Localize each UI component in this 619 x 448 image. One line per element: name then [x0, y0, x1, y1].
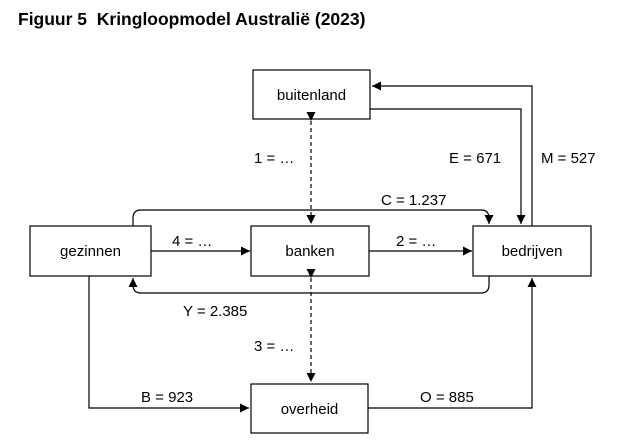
- node-overheid: overheid: [250, 383, 369, 434]
- node-banken: banken: [250, 225, 370, 277]
- flow-4-label: 4 = …: [172, 233, 212, 250]
- taxes-arrow: [88, 276, 249, 413]
- income-arrow: [128, 276, 490, 294]
- exports-arrow: [370, 108, 526, 224]
- government-spending-label: O = 885: [420, 389, 474, 406]
- node-bedrijven-label: bedrijven: [502, 243, 563, 260]
- flow-1-label: 1 = …: [254, 150, 294, 167]
- figure-title: Figuur 5 Kringloopmodel Australië (2023): [18, 9, 366, 29]
- flow-2-label: 2 = …: [396, 233, 436, 250]
- node-gezinnen: gezinnen: [29, 225, 152, 277]
- exports-label: E = 671: [449, 150, 501, 167]
- income-label: Y = 2.385: [183, 303, 247, 320]
- imports-label: M = 527: [541, 150, 596, 167]
- consumption-label: C = 1.237: [381, 192, 446, 209]
- flow-3-label: 3 = …: [254, 338, 294, 355]
- imports-arrow: [372, 81, 533, 226]
- node-buitenland-label: buitenland: [277, 87, 346, 104]
- government-spending-arrow: [368, 278, 537, 409]
- node-bedrijven: bedrijven: [472, 225, 592, 277]
- node-gezinnen-label: gezinnen: [60, 243, 121, 260]
- node-banken-label: banken: [285, 243, 334, 260]
- consumption-arrow: [132, 209, 494, 226]
- node-overheid-label: overheid: [281, 401, 339, 418]
- node-buitenland: buitenland: [252, 69, 371, 120]
- taxes-label: B = 923: [141, 389, 193, 406]
